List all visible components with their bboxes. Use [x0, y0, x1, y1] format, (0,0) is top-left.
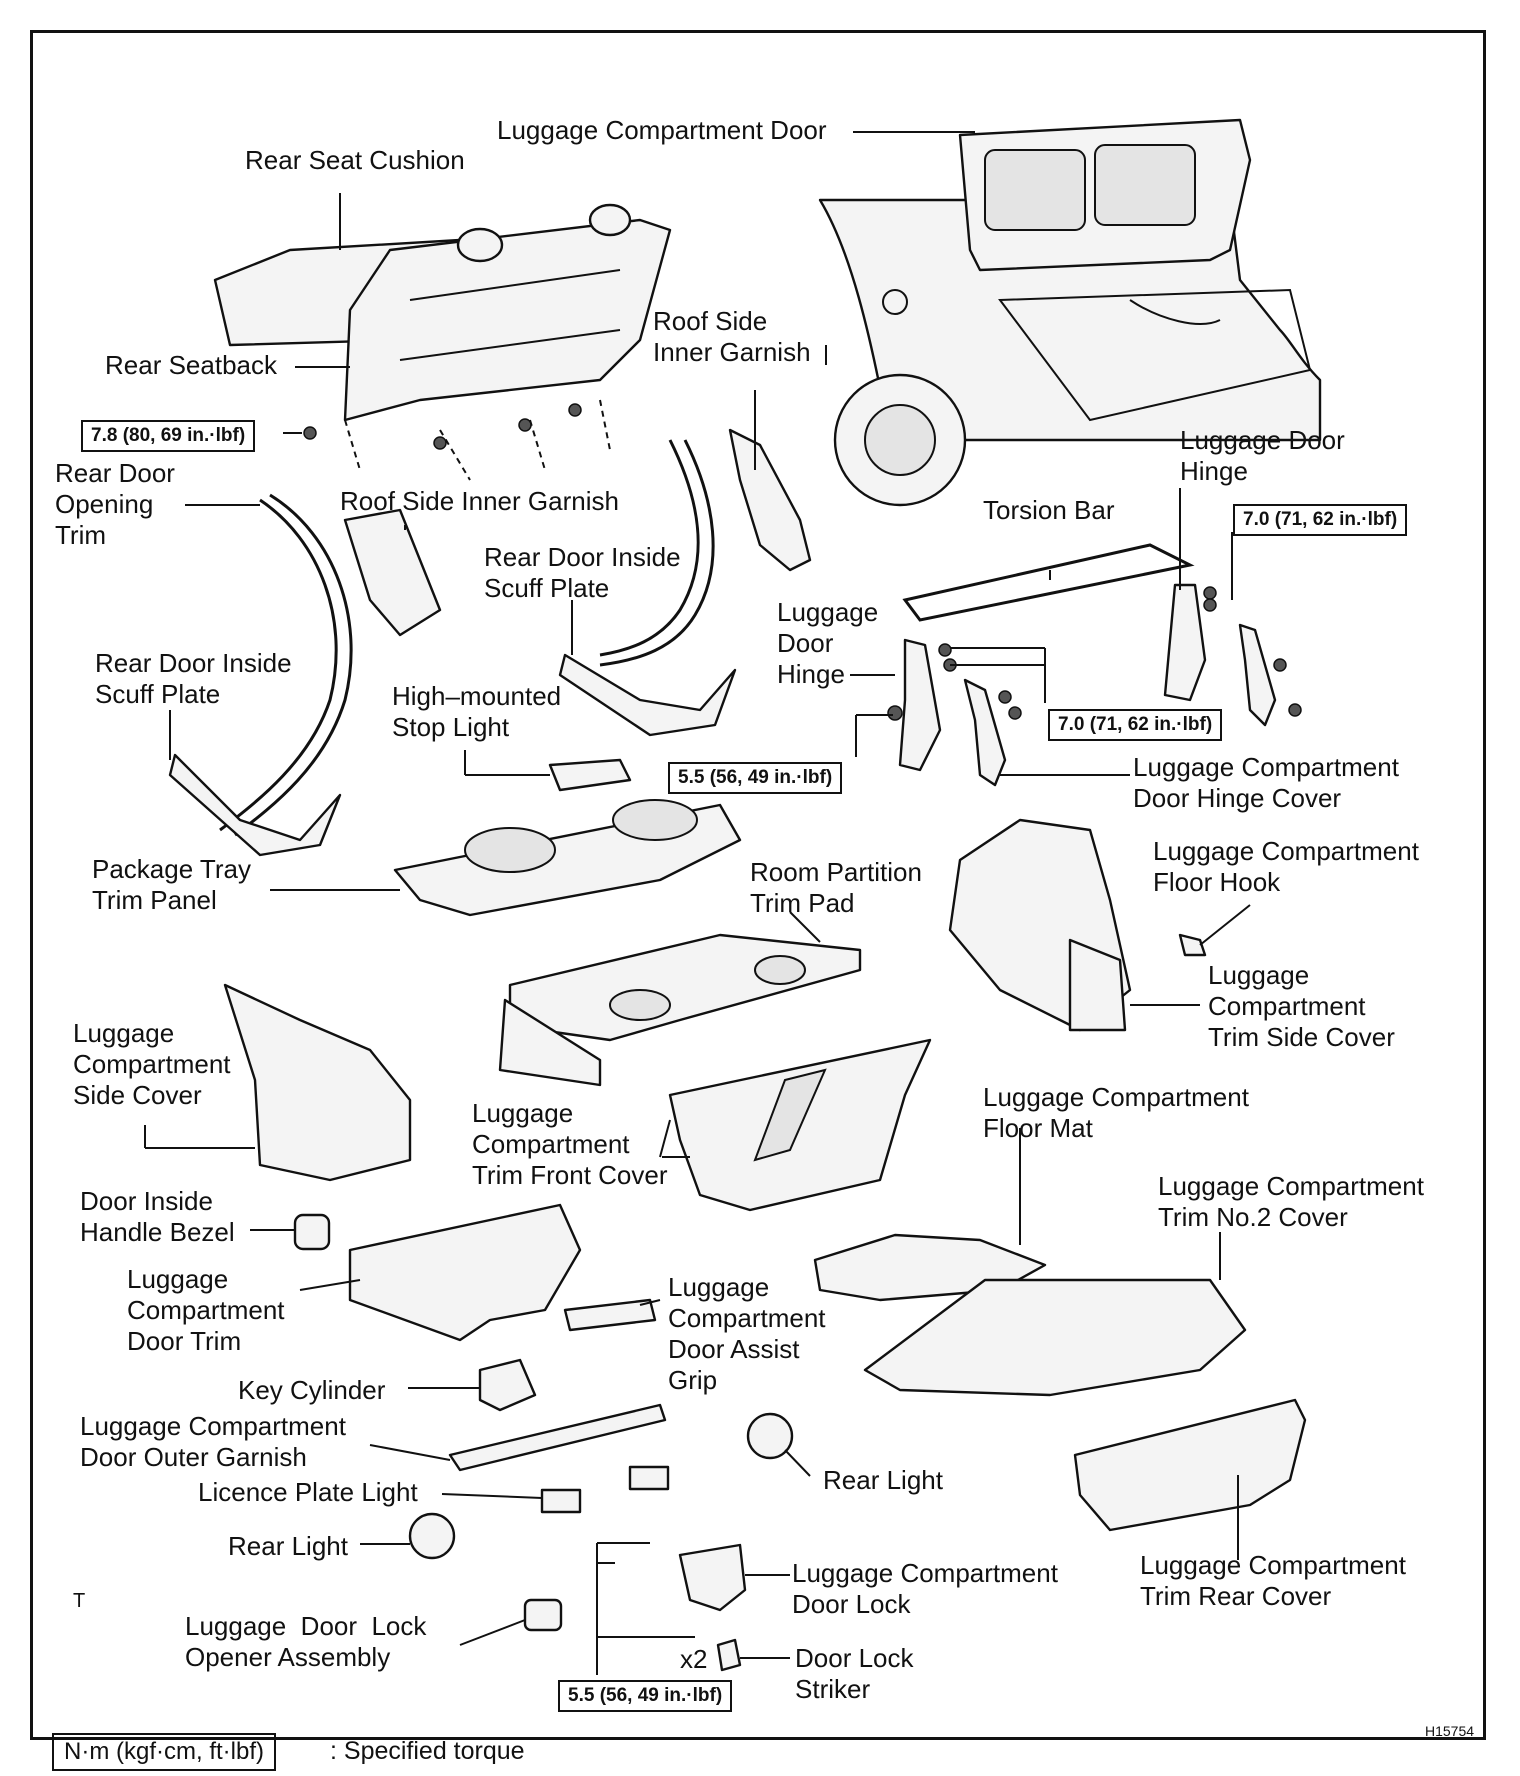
label-luggage-compartment-floor-hook: Luggage Compartment Floor Hook [1153, 836, 1419, 897]
label-luggage-door-lock-opener-assembly: Luggage Door Lock Opener Assembly [185, 1611, 427, 1672]
high-mounted-stop-light-drawing [548, 758, 632, 792]
label-rear-door-inside-scuff-plate-right: Rear Door Inside Scuff Plate [484, 542, 681, 603]
luggage-compartment-trim-front-cover-drawing [668, 1038, 932, 1212]
roof-side-inner-garnish-right-drawing [728, 428, 812, 572]
label-luggage-door-hinge-right: Luggage Door Hinge [1180, 425, 1345, 486]
diagram-frame [30, 30, 1486, 1740]
room-partition-trim-pad-drawing [498, 933, 862, 1087]
label-roof-side-inner-garnish-right: Roof Side Inner Garnish [653, 306, 811, 367]
label-rear-light-right: Rear Light [823, 1465, 943, 1495]
label-luggage-compartment-floor-mat: Luggage Compartment Floor Mat [983, 1082, 1249, 1143]
label-key-cylinder: Key Cylinder [238, 1375, 386, 1405]
label-luggage-compartment-door-trim: Luggage Compartment Door Trim [127, 1264, 285, 1356]
torque-leader-lines [283, 432, 1233, 1675]
package-tray-trim-panel-drawing [393, 799, 742, 917]
label-rear-seatback: Rear Seatback [105, 350, 277, 380]
legend-specified-torque: : Specified torque [330, 1737, 525, 1765]
torque-box-hinge-right: 7.0 (71, 62 in.·lbf) [1233, 504, 1408, 536]
rear-door-inside-scuff-plate-right-drawing [558, 653, 737, 737]
luggage-compartment-door-outer-garnish-drawing [448, 1403, 667, 1472]
label-rear-light-left: Rear Light [228, 1531, 348, 1561]
rear-door-opening-trim-right-drawing [599, 439, 700, 657]
label-luggage-compartment-door-outer-garnish: Luggage Compartment Door Outer Garnish [80, 1411, 346, 1472]
label-high-mounted-stop-light: High–mounted Stop Light [392, 681, 562, 742]
door-inside-handle-bezel-drawing [293, 1213, 331, 1251]
door-lock-striker-drawing [716, 1638, 742, 1672]
luggage-compartment-trim-rear-cover-drawing [1073, 1398, 1307, 1532]
rear-door-inside-scuff-plate-left-drawing [168, 753, 342, 857]
torque-box-hinge-left: 5.5 (56, 49 in.·lbf) [668, 762, 843, 794]
torque-box-hinge-middle: 7.0 (71, 62 in.·lbf) [1048, 709, 1223, 741]
label-rear-door-opening-trim: Rear Door Opening Trim [55, 458, 175, 550]
label-rear-seat-cushion: Rear Seat Cushion [245, 145, 465, 175]
label-luggage-compartment-trim-front-cover: Luggage Compartment Trim Front Cover [472, 1098, 668, 1190]
label-torsion-bar: Torsion Bar [983, 495, 1115, 525]
label-luggage-compartment-side-cover: Luggage Compartment Side Cover [73, 1018, 231, 1110]
label-luggage-compartment-trim-no2-cover: Luggage Compartment Trim No.2 Cover [1158, 1171, 1424, 1232]
label-door-lock-striker: Door Lock Striker [795, 1643, 914, 1704]
licence-plate-light-drawing [540, 1488, 582, 1514]
label-luggage-compartment-trim-rear-cover: Luggage Compartment Trim Rear Cover [1140, 1550, 1406, 1611]
torque-box-lock: 5.5 (56, 49 in.·lbf) [558, 1680, 733, 1712]
luggage-compartment-side-cover-drawing [223, 983, 412, 1182]
label-licence-plate-light: Licence Plate Light [198, 1477, 418, 1507]
torque-box-seatback: 7.8 (80, 69 in.·lbf) [81, 420, 256, 452]
label-luggage-compartment-door-assist-grip: Luggage Compartment Door Assist Grip [668, 1272, 826, 1395]
label-rear-door-inside-scuff-plate-left: Rear Door Inside Scuff Plate [95, 648, 292, 709]
rear-door-opening-trim-left-drawing [219, 498, 338, 832]
label-package-tray-trim-panel: Package Tray Trim Panel [92, 854, 251, 915]
label-door-inside-handle-bezel: Door Inside Handle Bezel [80, 1186, 235, 1247]
luggage-door-lock-opener-assembly-drawing [523, 1598, 563, 1632]
rear-light-left-drawing [408, 1512, 456, 1560]
luggage-compartment-trim-no2-cover-drawing [863, 1278, 1247, 1397]
label-luggage-compartment-trim-side-cover: Luggage Compartment Trim Side Cover [1208, 960, 1395, 1052]
luggage-compartment-door-trim-drawing [348, 1203, 582, 1342]
torsion-bar-drawing [902, 543, 1195, 622]
label-room-partition-trim-pad: Room Partition Trim Pad [750, 857, 922, 918]
luggage-door-hinge-right-drawing [1163, 583, 1207, 702]
rear-light-right-drawing [746, 1412, 794, 1460]
label-t-mark: T [73, 1590, 86, 1612]
luggage-compartment-floor-hook-drawing [1178, 933, 1207, 957]
label-x2: x2 [680, 1644, 708, 1674]
luggage-compartment-door-lock-drawing [678, 1543, 747, 1612]
roof-side-inner-garnish-left-drawing [343, 508, 442, 637]
legend-torque-unit: N·m (kgf·cm, ft·lbf) [52, 1733, 276, 1771]
label-roof-side-inner-garnish-left: Roof Side Inner Garnish [340, 486, 619, 516]
key-cylinder-drawing [478, 1358, 537, 1412]
luggage-compartment-door-assist-grip-drawing [563, 1298, 657, 1332]
label-luggage-door-hinge-left: Luggage Door Hinge [777, 597, 879, 689]
label-luggage-compartment-door-hinge-cover: Luggage Compartment Door Hinge Cover [1133, 752, 1399, 813]
vehicle-body-drawing [818, 118, 1322, 507]
leader-lines [144, 131, 1251, 1659]
label-luggage-compartment-door: Luggage Compartment Door [497, 115, 827, 145]
label-luggage-compartment-door-lock: Luggage Compartment Door Lock [792, 1558, 1058, 1619]
luggage-door-hinge-left-drawing [898, 638, 942, 772]
rear-seat-drawing [213, 203, 672, 481]
figure-code: H15754 [1425, 1723, 1475, 1739]
